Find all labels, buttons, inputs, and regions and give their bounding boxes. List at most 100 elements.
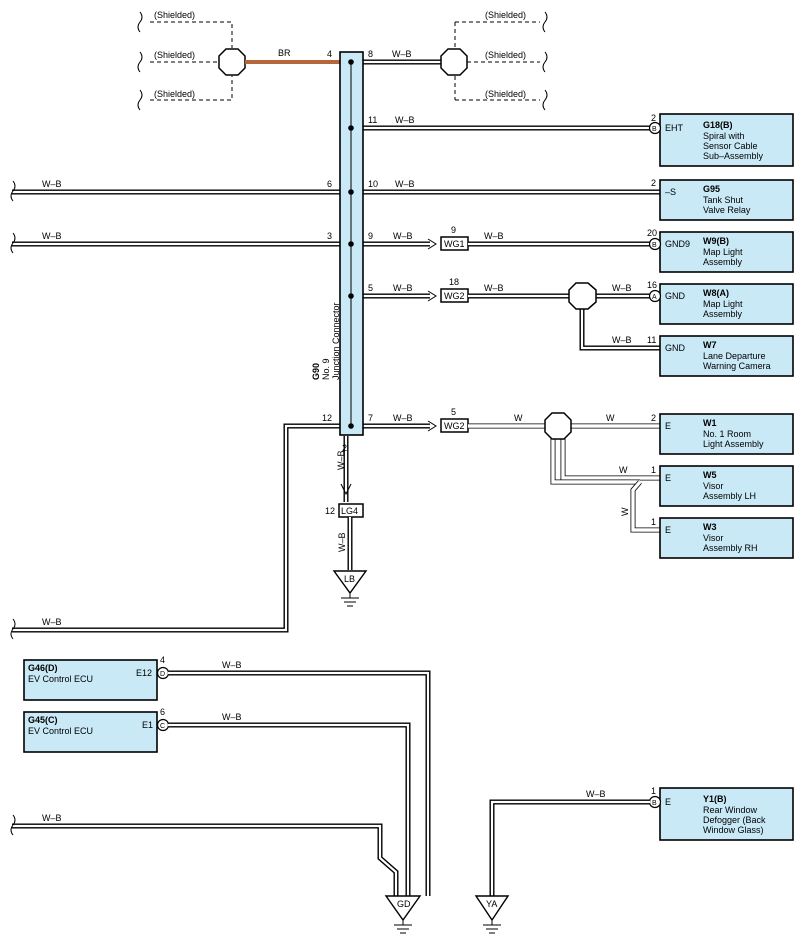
- connector-letter: B: [652, 800, 657, 807]
- component-desc: Window Glass): [703, 825, 764, 835]
- pin-number: 16: [647, 280, 657, 290]
- junction-code: G90: [311, 363, 321, 380]
- terminal-name: E: [665, 525, 671, 535]
- wire-color: W: [619, 465, 628, 475]
- component-w8: A 16 GND W8(A) Map Light Assembly: [647, 280, 794, 325]
- splice-point: [440, 48, 468, 76]
- pin-number: 11: [368, 115, 377, 125]
- component-desc: Tank Shut: [703, 195, 744, 205]
- component-desc: Assembly: [703, 309, 743, 319]
- component-desc: Assembly: [703, 257, 743, 267]
- pin-number: 2: [651, 413, 656, 423]
- pin-number: 1: [651, 786, 656, 796]
- terminal-name: EHT: [665, 123, 684, 133]
- terminal-name: GND9: [665, 239, 690, 249]
- wire-color: W–B: [395, 115, 415, 125]
- component-code: W3: [703, 522, 717, 532]
- wire-color: W–B: [222, 660, 242, 670]
- wire-color: W–B: [393, 231, 413, 241]
- component-code: W7: [703, 340, 717, 350]
- component-desc: Sub–Assembly: [703, 151, 764, 161]
- connector-letter: C: [160, 723, 165, 730]
- component-desc: Assembly LH: [703, 491, 756, 501]
- pin-number: 9: [368, 231, 373, 241]
- component-desc: Valve Relay: [703, 205, 751, 215]
- pin-number: 6: [327, 179, 332, 189]
- shielded-label: (Shielded): [485, 89, 526, 99]
- ground-label: GD: [397, 899, 411, 909]
- component-desc: No. 1 Room: [703, 429, 751, 439]
- terminal-name: GND: [665, 291, 686, 301]
- pin-number: 1: [651, 465, 656, 475]
- component-code: W9(B): [703, 236, 729, 246]
- component-desc: Warning Camera: [703, 361, 771, 371]
- component-desc: Sensor Cable: [703, 141, 758, 151]
- shielded-label: (Shielded): [485, 10, 526, 20]
- component-desc: Rear Window: [703, 805, 758, 815]
- component-desc: Assembly RH: [703, 543, 758, 553]
- inline-connector-label: WG1: [444, 239, 465, 249]
- wire-color: W: [606, 413, 615, 423]
- pin-number: 18: [449, 277, 459, 287]
- shielded-group-right: (Shielded) (Shielded) (Shielded): [454, 10, 548, 111]
- inline-connector-label: LG4: [341, 506, 358, 516]
- wire-color: W–B: [586, 789, 606, 799]
- component-desc: Light Assembly: [703, 439, 764, 449]
- wire-color: W–B: [612, 283, 632, 293]
- inline-connector-label: WG2: [444, 291, 465, 301]
- pin-number: 20: [647, 228, 657, 238]
- terminal-name: GND: [665, 343, 686, 353]
- component-desc: Map Light: [703, 247, 743, 257]
- connector-letter: B: [652, 242, 657, 249]
- terminal-name: E1: [142, 720, 153, 730]
- component-w3: 1 E W3 Visor Assembly RH: [651, 517, 794, 559]
- pin-number: 3: [327, 231, 332, 241]
- pin-number: 2: [651, 178, 656, 188]
- junction-name: No. 9: [321, 358, 331, 380]
- component-code: W1: [703, 418, 717, 428]
- component-desc: Defogger (Back: [703, 815, 766, 825]
- pin-number: 11: [647, 335, 656, 345]
- component-desc: EV Control ECU: [28, 674, 93, 684]
- pin-number: 12: [322, 413, 332, 423]
- wire-color: W–B: [222, 712, 242, 722]
- terminal-name: E: [665, 473, 671, 483]
- component-desc: Visor: [703, 481, 723, 491]
- shielded-label: (Shielded): [485, 50, 526, 60]
- wire-color: W: [514, 413, 523, 423]
- wire-color: W–B: [42, 813, 62, 823]
- pin-number: 6: [160, 707, 165, 717]
- wire-color: W: [620, 507, 630, 516]
- splice-point: [544, 412, 572, 440]
- wire-color: W–B: [42, 231, 62, 241]
- junction-dots: [348, 59, 354, 429]
- pin-number: 1: [651, 517, 656, 527]
- shielded-label: (Shielded): [154, 50, 195, 60]
- pin-number: 5: [451, 407, 456, 417]
- component-w5: 1 E W5 Visor Assembly LH: [651, 465, 794, 507]
- wire-color: W–B: [42, 179, 62, 189]
- ground-label: YA: [486, 899, 497, 909]
- ground-lb: LB: [332, 570, 368, 607]
- component-g46: G46(D) EV Control ECU E12 D 4: [23, 655, 170, 701]
- terminal-name: E: [665, 421, 671, 431]
- component-code: W8(A): [703, 288, 729, 298]
- pin-number: 2: [651, 113, 656, 123]
- component-code: G46(D): [28, 663, 58, 673]
- wire-color: W–B: [42, 617, 62, 627]
- pin-number: 10: [368, 179, 378, 189]
- shielded-label: (Shielded): [154, 10, 195, 20]
- component-code: G18(B): [703, 120, 733, 130]
- inline-connector-label: WG2: [444, 421, 465, 431]
- terminal-name: –S: [665, 187, 676, 197]
- wire-color: W–B: [392, 49, 412, 59]
- component-w9: B 20 GND9 W9(B) Map Light Assembly: [647, 228, 794, 273]
- connector-letter: B: [652, 126, 657, 133]
- wire-color: W–B: [484, 283, 504, 293]
- pin-number: 7: [368, 413, 373, 423]
- component-desc: Visor: [703, 533, 723, 543]
- component-w7: 11 GND W7 Lane Departure Warning Camera: [647, 335, 794, 377]
- wire-color: W–B: [337, 532, 347, 552]
- component-code: G45(C): [28, 715, 58, 725]
